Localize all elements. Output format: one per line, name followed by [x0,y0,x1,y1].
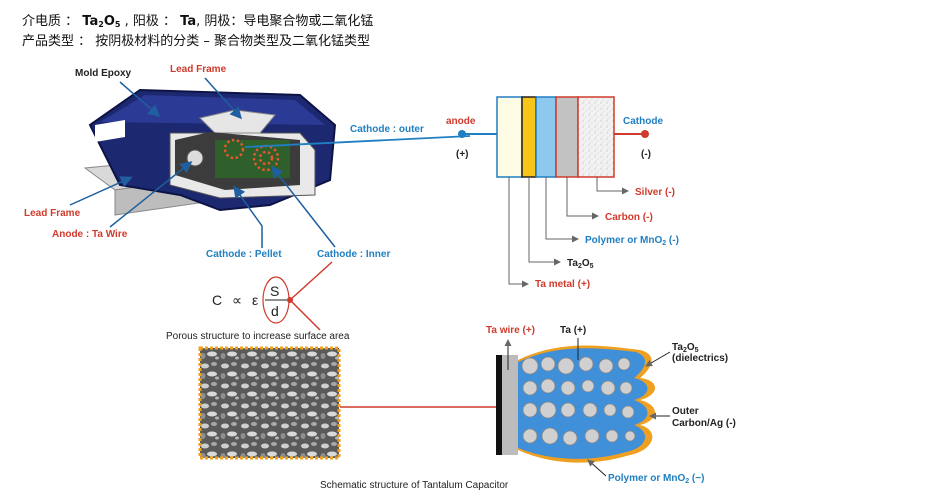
cathode-inner-marker-inner [258,150,274,166]
header-cathode-label: , 阴极：导电聚合物或二氧化锰 [196,14,374,29]
label-cathode: Cathode [623,116,663,127]
label-anode-wire: Anode : Ta Wire [52,229,128,240]
label-carbon: Carbon (-) [605,212,653,223]
formula-s: S [270,283,279,299]
label-polymer: Polymer or MnO2 (-) [585,235,679,247]
label-mold-epoxy: Mold Epoxy [75,68,132,79]
leader-silver [596,177,629,195]
label-anode-sign: (+) [456,149,469,160]
header-sub-5: 5 [114,20,121,29]
label-cathode-pellet: Cathode : Pellet [206,249,282,260]
label-schematic-ta2o5: Ta2O5 [672,342,699,354]
arrow-cathode-inner [271,165,336,248]
cathode-outer-marker [223,138,245,160]
ta-particles [521,356,636,446]
anode-terminal [458,130,466,138]
cathode-terminal [641,130,649,138]
header-ta-anode: Ta [180,14,197,29]
label-ta-metal: Ta metal (+) [535,279,590,290]
leader-ta2o5 [528,177,561,266]
leader-carbon [566,177,599,220]
layer-polymer [535,96,557,178]
ta-wire-bar [496,355,502,455]
formula-line-porous [289,299,321,331]
label-cathode-sign: (-) [641,149,651,160]
label-schematic-polymer: Polymer or MnO2 (−) [608,473,704,485]
tantalum-schematic [496,345,655,463]
caption-schematic: Schematic structure of Tantalum Capacito… [320,480,509,491]
label-cathode-outer: Cathode : outer [350,124,424,135]
arrow-lead-frame-left [69,176,133,206]
ta-anode-block [502,355,518,455]
arrow-lead-frame-top [204,77,243,120]
leader-polymer [545,177,579,243]
leader-ta-metal [508,177,529,288]
label-carbon-ag: Carbon/Ag (-) [672,418,736,429]
lead-frame-top-shape [199,109,276,134]
capacitor-package [83,88,337,216]
header-o: O [103,14,115,29]
label-cathode-inner: Cathode : Inner [317,249,390,260]
header-line-2: 产品类型 ： 按阴极材料的分类 – 聚合物类型及二氧化锰类型 [22,34,371,49]
arrow-schematic-polymer [587,459,607,477]
line-cathode-outer [244,135,471,148]
epoxy-window [95,120,125,142]
label-silver: Silver (-) [635,187,675,198]
arrow-ta2o5 [645,351,671,367]
formula-c: C [212,292,222,308]
label-ta-wire: Ta wire (+) [486,325,535,336]
label-ta: Ta (+) [560,325,586,336]
header-ta: Ta [82,14,99,29]
formula-proportional: ∝ [232,292,242,308]
label-dielectrics: (dielectrics) [672,353,728,364]
layer-ta2o5 [521,96,537,178]
header-dielectric-label: 介电质 ： [22,14,83,29]
header-anode-label: , 阳极 ： [120,14,181,29]
formula-d: d [271,303,279,319]
layer-ta-metal [496,96,523,178]
header-sub-2: 2 [98,20,104,29]
arrow-cathode-pellet [233,185,263,248]
label-porous-structure: Porous structure to increase surface are… [166,331,350,342]
header-line-1: 介电质 ： Ta2O5 , 阳极 ： Ta, 阴极：导电聚合物或二氧化锰 [22,10,373,29]
label-anode: anode [446,116,476,127]
label-lead-frame-top: Lead Frame [170,64,227,75]
formula-line-inner [289,261,333,301]
label-ta2o5: Ta2O5 [567,258,594,270]
layer-carbon [555,96,579,178]
arrow-anode-wire [109,161,193,228]
sem-porous-image [198,346,341,460]
arrow-mold-epoxy [119,81,161,117]
layer-stack [496,96,615,178]
layer-silver [577,96,615,178]
capacitance-formula: C ∝ ε S d [212,261,333,331]
label-lead-frame-left: Lead Frame [24,208,81,219]
formula-epsilon: ε [252,292,258,308]
label-outer: Outer [672,406,699,417]
